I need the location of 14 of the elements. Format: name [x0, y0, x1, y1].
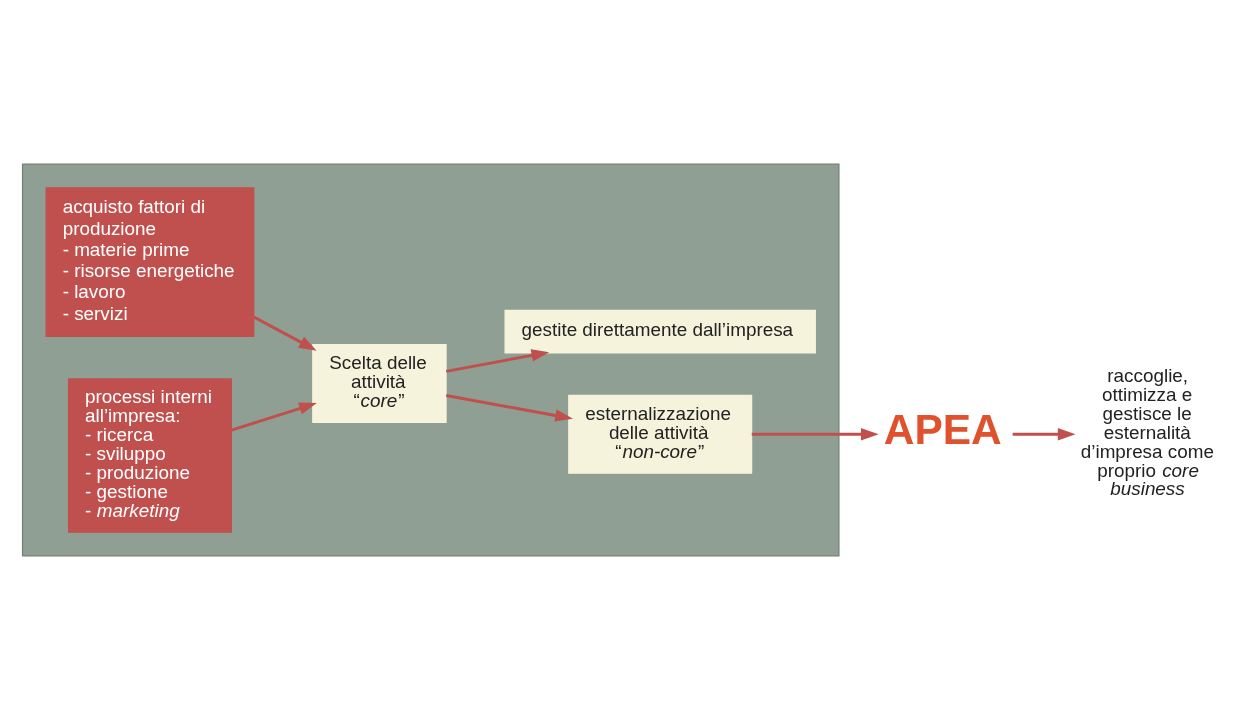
node-box: esternalizzazione delle attività “non-core” [568, 394, 753, 474]
arrow [253, 315, 317, 351]
arrow [231, 402, 317, 431]
cluster [21, 163, 840, 556]
node-box: Scelta delle attività “core” [312, 343, 447, 423]
arrow [445, 393, 573, 422]
node-box: acquisto fattori di produzione - materie prime - risorse energetiche - lavoro - servizi [45, 186, 255, 337]
arrow [751, 427, 879, 441]
arrow [445, 348, 550, 373]
node-text: APEA [883, 405, 1002, 453]
node-box: gestite direttamente dall’impresa [504, 309, 816, 353]
node-box: processi interni all’impresa: - ricerca - sviluppo - produzione - gestione - marketing [67, 377, 232, 533]
node-text: raccoglie, ottimizza e gestisce le esternalità d’impresa come proprio core business [1080, 364, 1214, 499]
arrow [1012, 427, 1076, 441]
